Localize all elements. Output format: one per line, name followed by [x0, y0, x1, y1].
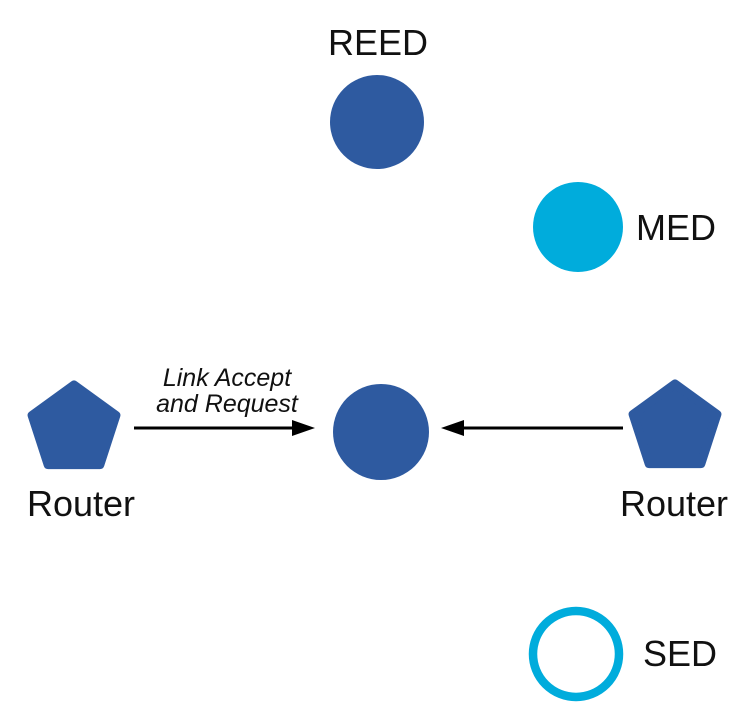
router-right-label: Router	[620, 483, 728, 524]
center-node-circle	[333, 384, 429, 480]
arrow-left-router-to-center	[134, 420, 315, 436]
sed-label: SED	[643, 633, 717, 674]
sed-node-circle	[528, 606, 624, 702]
router-left-label: Router	[27, 483, 135, 524]
med-label: MED	[636, 207, 716, 248]
edge-label-line2: and Request	[156, 390, 299, 418]
reed-node-circle	[330, 75, 424, 169]
arrow-right-head-icon	[441, 420, 464, 436]
arrow-right-router-to-center	[441, 420, 623, 436]
med-node-circle	[533, 182, 623, 272]
edge-label-line1: Link Accept	[163, 364, 292, 392]
arrow-left-head-icon	[292, 420, 315, 436]
reed-label: REED	[328, 22, 428, 63]
router-right-pentagon	[628, 379, 722, 469]
router-left-pentagon	[27, 380, 121, 470]
